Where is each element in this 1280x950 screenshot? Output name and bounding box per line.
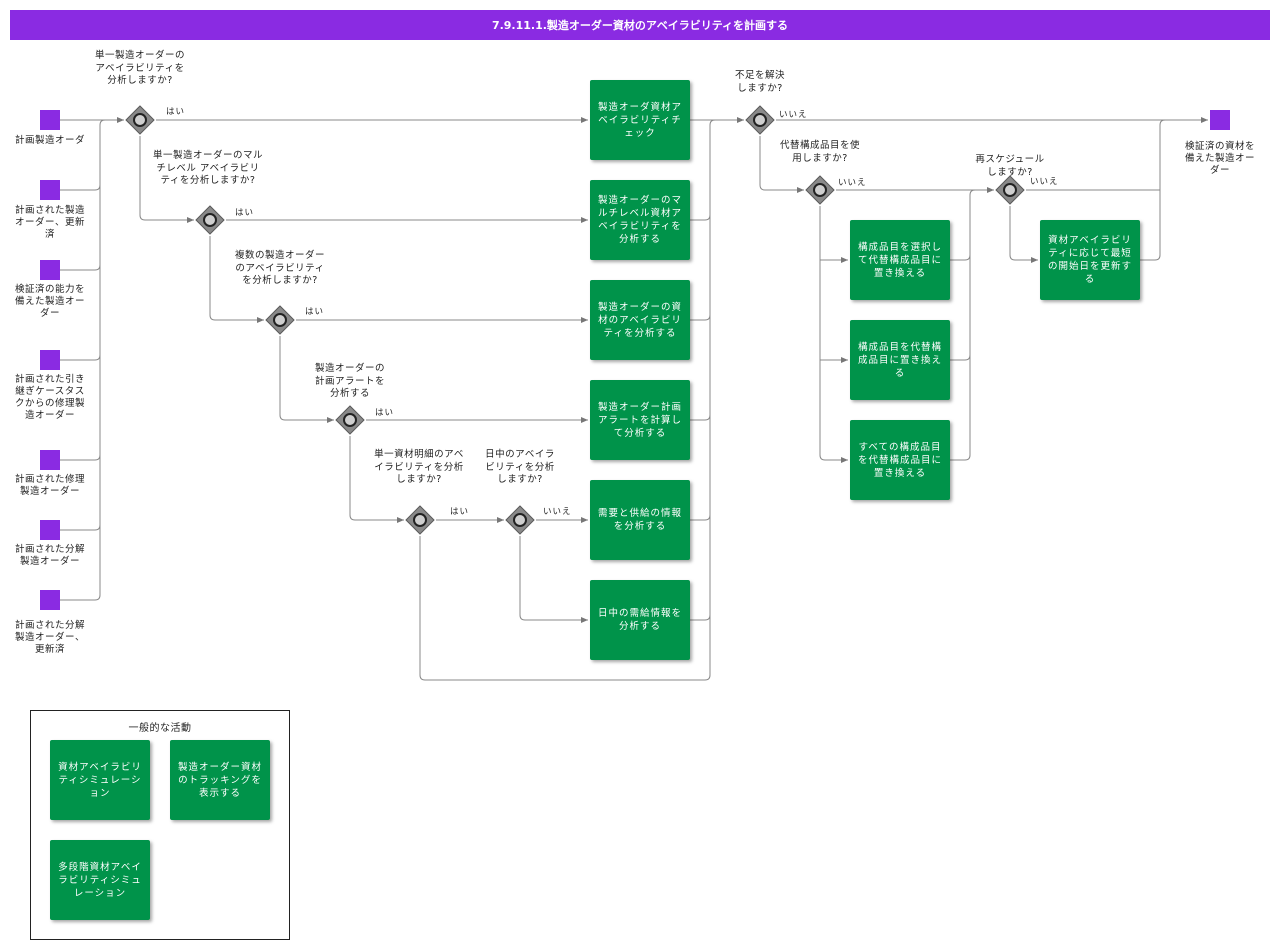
- activity-analyze-material-availability[interactable]: 製造オーダーの資材のアベイラビリティを分析する: [590, 280, 690, 360]
- gateway-7-no-label: いいえ: [779, 110, 808, 120]
- activity-material-availability-check[interactable]: 製造オーダ資材アベイラビリティチェック: [590, 80, 690, 160]
- gateway-3-icon: [265, 305, 295, 335]
- start-event-2: [40, 180, 60, 200]
- end-event-label: 検証済の資材を備えた製造オーダー: [1184, 141, 1255, 176]
- gateway-4-yes-label: はい: [375, 408, 395, 418]
- gateway-5-icon: [405, 505, 435, 535]
- gateway-2-yes-label: はい: [235, 208, 255, 218]
- gateway-7-icon: [745, 105, 775, 135]
- gateway-1-icon: [125, 105, 155, 135]
- start-event-7: [40, 590, 60, 610]
- gateway-3-question: 複数の製造オーダーのアベイラビリティを分析しますか?: [234, 250, 325, 286]
- gateway-1-question: 単一製造オーダーのアベイラビリティを分析しますか?: [94, 50, 185, 86]
- gateway-6-no-label: いいえ: [543, 507, 572, 517]
- activity-replace-substitute-component[interactable]: 構成品目を代替構成品目に置き換える: [850, 320, 950, 400]
- activity-multilevel-availability[interactable]: 製造オーダーのマルチレベル資材アベイラビリティを分析する: [590, 180, 690, 260]
- activity-supply-demand[interactable]: 需要と供給の情報を分析する: [590, 480, 690, 560]
- legend-activity-1[interactable]: 資材アベイラビリティシミュレーション: [50, 740, 150, 820]
- start-event-2-label: 計画された製造オーダー、更新済: [14, 205, 85, 240]
- gateway-8-question: 代替構成品目を使用しますか?: [780, 140, 861, 164]
- activity-replace-all-components[interactable]: すべての構成品目を代替構成品目に置き換える: [850, 420, 950, 500]
- start-event-1-label: 計画製造オーダ: [14, 135, 85, 146]
- gateway-8-icon: [805, 175, 835, 205]
- gateway-9-question: 再スケジュールしますか?: [975, 154, 1045, 178]
- start-event-1: [40, 110, 60, 130]
- gateway-6-question: 日中のアベイラビリティを分析しますか?: [485, 449, 555, 485]
- start-event-6-label: 計画された分解製造オーダー: [14, 544, 85, 567]
- gateway-9-no-label: いいえ: [1030, 177, 1059, 187]
- gateway-5-question: 単一資材明細のアベイラビリティを分析しますか?: [374, 449, 464, 485]
- gateway-7-question: 不足を解決しますか?: [734, 70, 785, 94]
- legend-activity-2[interactable]: 製造オーダー資材のトラッキングを表示する: [170, 740, 270, 820]
- start-event-4-label: 計画された引き 継ぎケースタス クからの修理製 造オーダー: [14, 374, 85, 421]
- activity-planning-alerts[interactable]: 製造オーダー計画アラートを計算して分析する: [590, 380, 690, 460]
- gateway-4-question: 製造オーダーの計画アラートを分析する: [314, 363, 385, 399]
- start-event-3-label: 検証済の能力を備えた製造オーダー: [14, 284, 85, 319]
- start-event-4: [40, 350, 60, 370]
- gateway-5-yes-label: はい: [450, 507, 470, 517]
- gateway-6-icon: [505, 505, 535, 535]
- legend-title: 一般的な活動: [128, 723, 192, 734]
- activity-update-earliest-start[interactable]: 資材アベイラビリティに応じて最短の開始日を更新する: [1040, 220, 1140, 300]
- activity-select-substitute-component[interactable]: 構成品目を選択して代替構成品目に置き換える: [850, 220, 950, 300]
- gateway-3-yes-label: はい: [305, 307, 325, 317]
- gateway-2-question: 単一製造オーダーのマルチレベル アベイラビリティを分析しますか?: [152, 150, 263, 186]
- gateway-4-icon: [335, 405, 365, 435]
- legend-panel: 一般的な活動 資材アベイラビリティシミュレーション 製造オーダー資材のトラッキン…: [30, 710, 290, 940]
- gateway-9-icon: [995, 175, 1025, 205]
- activity-intraday-supply-demand[interactable]: 日中の需給情報を分析する: [590, 580, 690, 660]
- start-event-7-label: 計画された分解製造オーダー、更新済: [14, 620, 85, 655]
- start-event-3: [40, 260, 60, 280]
- gateway-8-no-label: いいえ: [838, 178, 867, 188]
- gateway-2-icon: [195, 205, 225, 235]
- page-title: 7.9.11.1.製造オーダー資材のアベイラビリティを計画する: [10, 10, 1270, 40]
- end-event: [1210, 110, 1230, 130]
- start-event-5: [40, 450, 60, 470]
- legend-activity-3[interactable]: 多段階資材アベイラビリティシミュレーション: [50, 840, 150, 920]
- start-event-6: [40, 520, 60, 540]
- start-event-5-label: 計画された修理製造オーダー: [14, 474, 85, 497]
- gateway-1-yes-label: はい: [166, 107, 186, 117]
